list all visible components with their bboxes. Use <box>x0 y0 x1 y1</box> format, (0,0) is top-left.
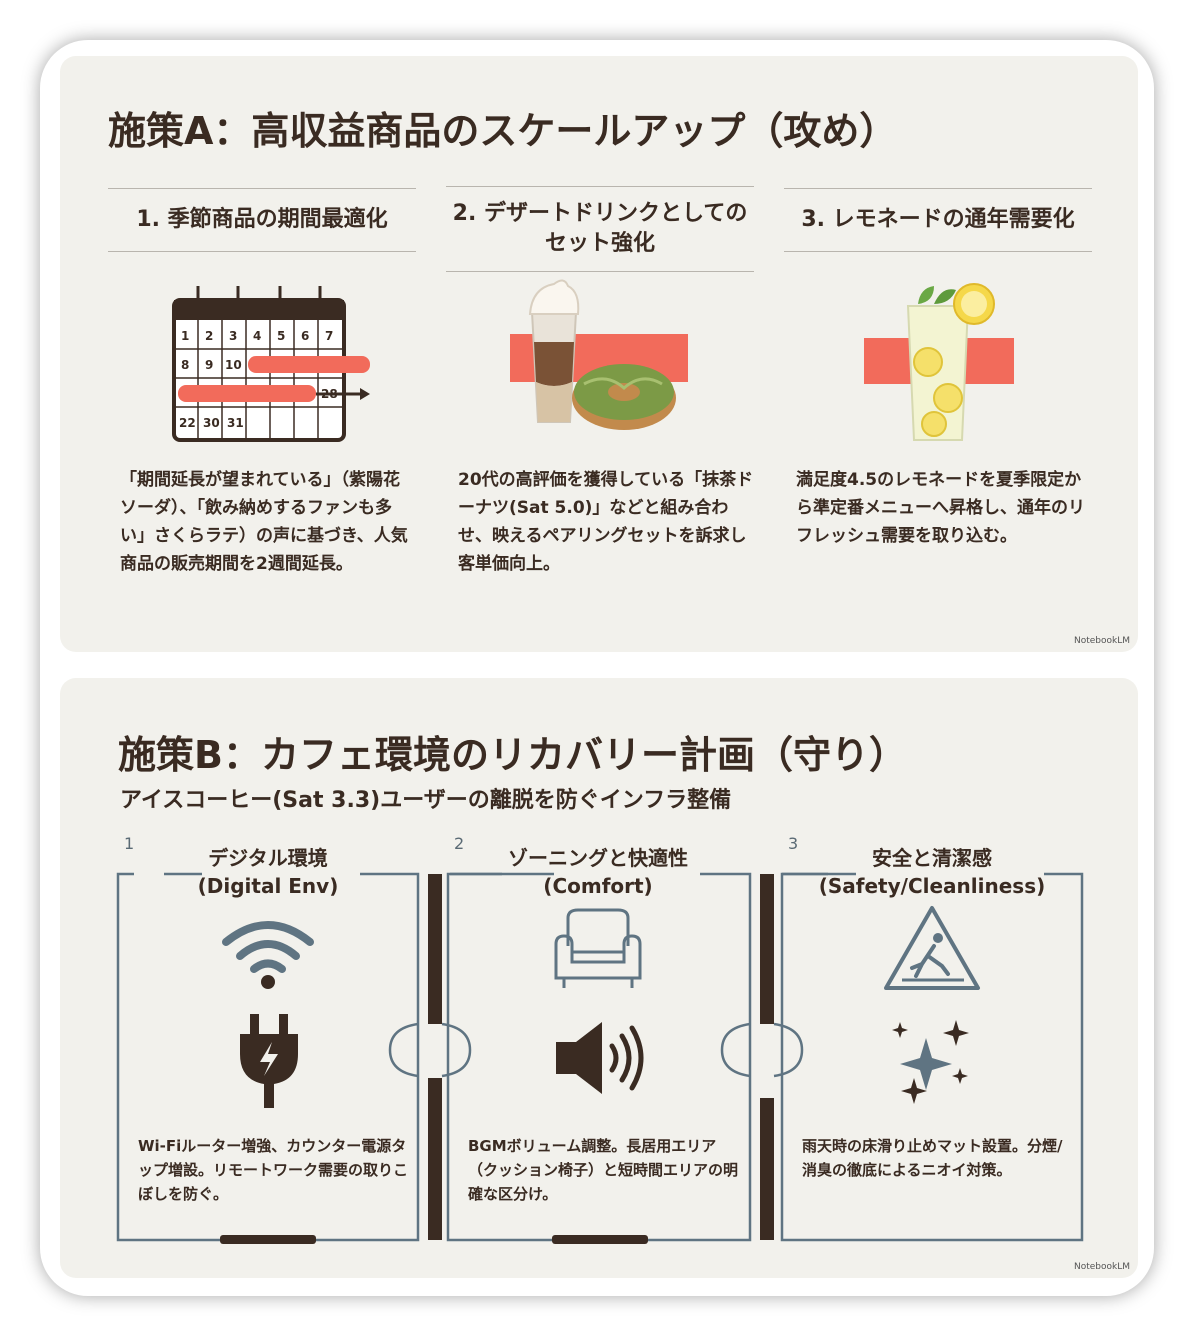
env-item-safety: 3 安全と清潔感 (Safety/Cleanliness) 雨天時の床滑り止めマ… <box>782 834 1082 1242</box>
notebooklm-watermark: NotebookLM <box>1073 1262 1130 1272</box>
item-lemonade: 3. レモネードの通年需要化 満足度4.5のレモネードを夏季限定から準定番メニュ… <box>784 188 1092 546</box>
sparkle-icon <box>892 1020 969 1104</box>
slide-b: 施策B：カフェ環境のリカバリー計画（守り） アイスコーヒー(Sat 3.3)ユー… <box>60 678 1138 1278</box>
calendar-day: 30 <box>203 416 220 430</box>
calendar-day: 4 <box>253 329 261 343</box>
item-heading-line2: (Safety/Cleanliness) <box>818 874 1046 898</box>
item-heading-line2: (Comfort) <box>543 874 653 898</box>
calendar-day: 3 <box>229 329 237 343</box>
calendar-day: 22 <box>179 416 196 430</box>
item-heading: 2. デザートドリンクとしてのセット強化 <box>446 186 754 272</box>
item-heading-line1: 安全と清潔感 <box>872 846 992 870</box>
latte-donut-icon <box>446 272 754 442</box>
item-description: 20代の高評価を獲得している「抹茶ドーナツ(Sat 5.0)」などと組み合わせ、… <box>458 470 754 574</box>
item-dessert-set: 2. デザートドリンクとしてのセット強化 20代の高評価を獲得している「抹茶ドー… <box>446 186 754 574</box>
slide-b-subtitle: アイスコーヒー(Sat 3.3)ユーザーの離脱を防ぐインフラ整備 <box>120 788 732 813</box>
slide-b-title: 施策B：カフェ環境のリカバリー計画（守り） <box>118 733 907 777</box>
calendar-icon: 1 2 3 4 5 6 7 8 9 10 28 22 30 31 <box>108 252 416 442</box>
item-heading: ゾーニングと快適性 (Comfort) <box>448 844 748 900</box>
env-item-comfort: 2 ゾーニングと快適性 (Comfort) BGMボリューム調整。長居用エリア（… <box>448 834 748 1242</box>
env-item-digital: 1 デジタル環境 (Digital Env) Wi-Fiルーター増強、カウンター… <box>118 834 418 1242</box>
item-description: Wi-Fiルーター増強、カウンター電源タップ増設。リモートワーク需要の取りこぼし… <box>138 1137 409 1203</box>
calendar-day: 9 <box>205 358 213 372</box>
wet-floor-icon <box>884 906 980 990</box>
speaker-icon <box>556 1022 644 1094</box>
period-bar <box>248 356 370 373</box>
item-number: 1 <box>124 834 135 853</box>
calendar-day: 1 <box>181 329 189 343</box>
calendar-day: 6 <box>301 329 309 343</box>
lemonade-icon <box>784 252 1092 442</box>
item-heading: 1. 季節商品の期間最適化 <box>108 188 416 252</box>
slide-a-title: 施策A：高収益商品のスケールアップ（攻め） <box>108 109 898 153</box>
item-heading: 3. レモネードの通年需要化 <box>784 188 1092 252</box>
item-number: 2 <box>454 834 465 853</box>
item-heading: デジタル環境 (Digital Env) <box>118 844 418 900</box>
item-heading-line1: ゾーニングと快適性 <box>508 846 688 870</box>
notebooklm-watermark: NotebookLM <box>1073 636 1130 646</box>
item-number: 3 <box>788 834 799 853</box>
item-description: 満足度4.5のレモネードを夏季限定から準定番メニューへ昇格し、通年のリフレッシュ… <box>796 470 1085 546</box>
calendar-day: 2 <box>205 329 213 343</box>
wifi-icon <box>222 921 314 989</box>
period-bar <box>178 385 316 402</box>
item-description: BGMボリューム調整。長居用エリア（クッション椅子）と短時間エリアの明確な区分け… <box>468 1137 739 1203</box>
item-heading: 安全と清潔感 (Safety/Cleanliness) <box>782 844 1082 900</box>
room-outline <box>116 872 1084 1244</box>
item-description: 雨天時の床滑り止めマット設置。分煙/消臭の徹底によるニオイ対策。 <box>802 1137 1063 1179</box>
armchair-icon <box>554 908 642 988</box>
item-description: 「期間延長が望まれている」（紫陽花ソーダ）、「飲み納めするファンも多い」さくらラ… <box>120 470 408 574</box>
item-heading-line1: デジタル環境 <box>208 846 328 870</box>
plug-icon <box>240 1014 298 1108</box>
slide-a: 施策A：高収益商品のスケールアップ（攻め） 1. 季節商品の期間最適化 <box>60 56 1138 652</box>
calendar-day: 8 <box>181 358 189 372</box>
item-heading-line2: (Digital Env) <box>197 874 339 898</box>
item-seasonal: 1. 季節商品の期間最適化 1 2 <box>108 188 416 574</box>
calendar-day: 10 <box>225 358 242 372</box>
calendar-day: 5 <box>277 329 285 343</box>
calendar-day: 7 <box>325 329 333 343</box>
calendar-day: 31 <box>227 416 244 430</box>
arrow-icon <box>360 388 370 400</box>
